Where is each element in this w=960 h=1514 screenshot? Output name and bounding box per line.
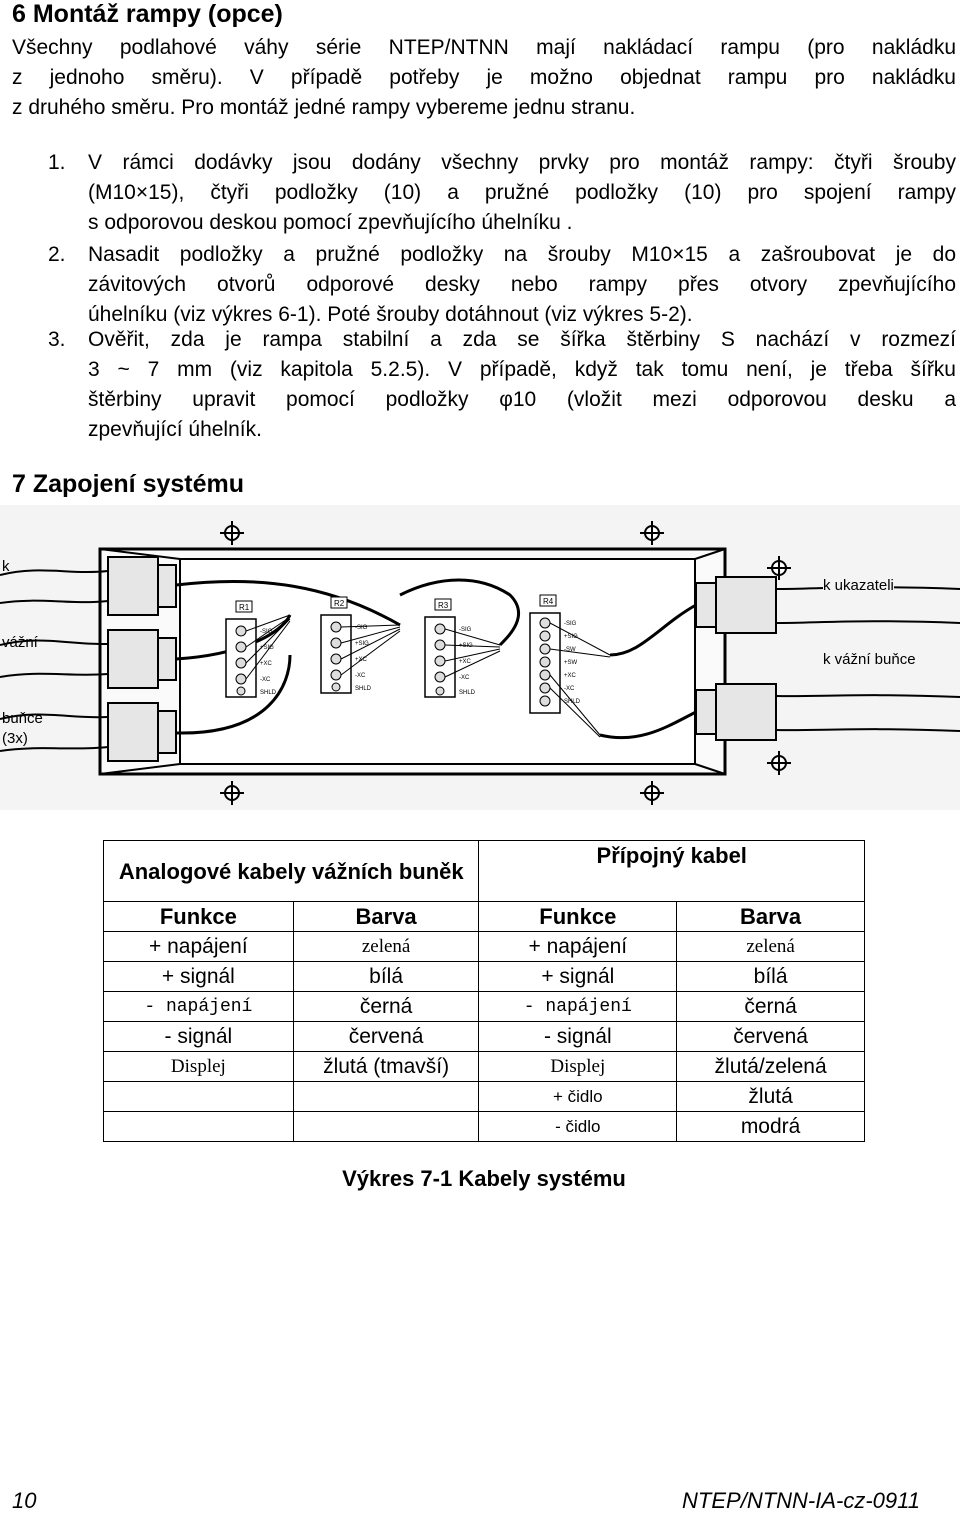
board-label-r2: R2 [334, 599, 345, 608]
table-cell: - signál [478, 1021, 678, 1052]
col-header-funkce: Funkce [478, 901, 678, 932]
step-line: s odporovou deskou pomocí zpevňujícího ú… [88, 211, 573, 234]
terminal-label: -XC [260, 677, 271, 683]
table-cell: + signál [103, 961, 294, 992]
table-row: + čidlo žlutá [103, 1081, 865, 1112]
terminal-label: +SW [564, 660, 578, 666]
table-cell: - napájení [103, 991, 294, 1022]
terminal-label: SHLD [459, 690, 476, 696]
intro-line: Všechny podlahové váhy série NTEP/NTNN m… [12, 36, 956, 59]
junction-box-drawing: R1 R2 R3 R4 -SIG +SIG +XC -XC SHLD -SIG … [0, 505, 960, 810]
table-cell: bílá [292, 961, 480, 992]
table-cell: - čidlo [478, 1111, 678, 1142]
step-line: V rámci dodávky jsou dodány všechny prvk… [88, 151, 956, 174]
table-cell: modrá [676, 1111, 865, 1142]
board-label-r4: R4 [543, 597, 554, 606]
table-cell: + čidlo [478, 1081, 678, 1112]
table-cell [103, 1111, 294, 1142]
table-cell: červená [676, 1021, 865, 1052]
table-row: + signál bílá + signál bílá [103, 961, 865, 992]
col-header-funkce: Funkce [103, 901, 294, 932]
terminal-label: -XC [459, 675, 470, 681]
step-number: 2. [48, 243, 66, 266]
terminal-label: -XC [355, 673, 366, 679]
table-cell: Displej [103, 1051, 294, 1082]
step-line: závitových otvorů odporové desky nebo ra… [88, 273, 956, 296]
terminal-label: -SIG [260, 629, 273, 635]
terminal-label: -SW [564, 647, 576, 653]
label-k-vazni-bunce: k vážní buňce [823, 650, 916, 670]
document-code: NTEP/NTNN-IA-cz-0911 [682, 1488, 920, 1513]
table-cell: - napájení [478, 991, 678, 1022]
intro-line: z jednoho směru). V případě potřeby je m… [12, 66, 956, 89]
step-line: štěrbiny upravit pomocí podložky φ10 (vl… [88, 388, 956, 411]
section-7-heading: 7 Zapojení systému [12, 470, 245, 498]
board-label-r1: R1 [239, 603, 250, 612]
terminal-label: -XC [564, 686, 575, 692]
step-line: úhelníku (viz výkres 6-1). Poté šrouby d… [88, 303, 693, 326]
table-cell: černá [292, 991, 480, 1022]
section-6-heading: 6 Montáž rampy (opce) [12, 0, 283, 28]
table-cell: + napájení [103, 931, 294, 962]
figure-caption: Výkres 7-1 Kabely systému [342, 1166, 626, 1191]
terminal-label: +SIG [564, 634, 578, 640]
terminal-label: +SIG [355, 641, 369, 647]
step-line: zpevňující úhelník. [88, 418, 262, 441]
table-cell: žlutá [676, 1081, 865, 1112]
page-number: 10 [12, 1488, 37, 1513]
step-number: 3. [48, 328, 66, 351]
label-k: k [2, 558, 10, 575]
label-k-ukazateli: k ukazateli [823, 576, 894, 596]
terminal-label: +XC [564, 673, 577, 679]
table-cell: - signál [103, 1021, 294, 1052]
table-cell [103, 1081, 294, 1112]
table-cell [292, 1111, 480, 1142]
table-cell: + napájení [478, 931, 678, 962]
col-header-barva: Barva [292, 901, 480, 932]
table-row: - signál červená - signál červená [103, 1021, 865, 1052]
label-3x: (3x) [2, 730, 28, 747]
table-cell: žlutá/zelená [676, 1051, 865, 1082]
intro-line: z druhého směru. Pro montáž jedné rampy … [12, 96, 636, 119]
table-cell: zelená [292, 931, 480, 962]
terminal-label: -SIG [459, 627, 472, 633]
step-number: 1. [48, 151, 66, 174]
terminal-label: +XC [459, 659, 472, 665]
section-6-intro: Všechny podlahové váhy série NTEP/NTNN m… [12, 33, 956, 123]
table-header-row: Analogové kabely vážních buněk Přípojný … [102, 840, 865, 902]
step-line: (M10×15), čtyři podložky (10) a pružné p… [88, 181, 956, 204]
terminal-label: +XC [260, 661, 273, 667]
step-line: Nasadit podložky a pružné podložky na šr… [88, 243, 956, 266]
label-vazni: vážní [2, 634, 38, 651]
step-line: Ověřit, zda je rampa stabilní a zda se š… [88, 328, 956, 351]
table-row: - napájení černá - napájení černá [103, 991, 865, 1022]
terminal-label: +SIG [260, 645, 274, 651]
terminal-label: -SIG [355, 625, 368, 631]
junction-box-diagram: R1 R2 R3 R4 -SIG +SIG +XC -XC SHLD -SIG … [0, 505, 960, 810]
board-label-r3: R3 [438, 601, 449, 610]
header-connection-cable: Přípojný kabel [478, 840, 865, 902]
table-cell: žlutá (tmavší) [292, 1051, 480, 1082]
table-cell: červená [292, 1021, 480, 1052]
table-column-headers: Funkce Barva Funkce Barva [103, 901, 865, 932]
table-cell [292, 1081, 480, 1112]
terminal-label: -SIG [564, 621, 577, 627]
cable-table: Analogové kabely vážních buněk Přípojný … [102, 840, 865, 1142]
table-cell: Displej [478, 1051, 678, 1082]
terminal-label: SHLD [355, 686, 372, 692]
label-bunce: buňce [2, 710, 43, 727]
table-row: + napájení zelená + napájení zelená [103, 931, 865, 962]
table-cell: + signál [478, 961, 678, 992]
table-cell: černá [676, 991, 865, 1022]
header-analog-cables: Analogové kabely vážních buněk [102, 840, 480, 902]
step-line: 3 ~ 7 mm (viz kapitola 5.2.5). V případě… [88, 358, 956, 381]
table-row: Displej žlutá (tmavší) Displej žlutá/zel… [103, 1051, 865, 1082]
table-cell: bílá [676, 961, 865, 992]
table-row: - čidlo modrá [103, 1111, 865, 1142]
col-header-barva: Barva [676, 901, 865, 932]
terminal-label: SHLD [260, 690, 277, 696]
table-cell: zelená [676, 931, 865, 962]
